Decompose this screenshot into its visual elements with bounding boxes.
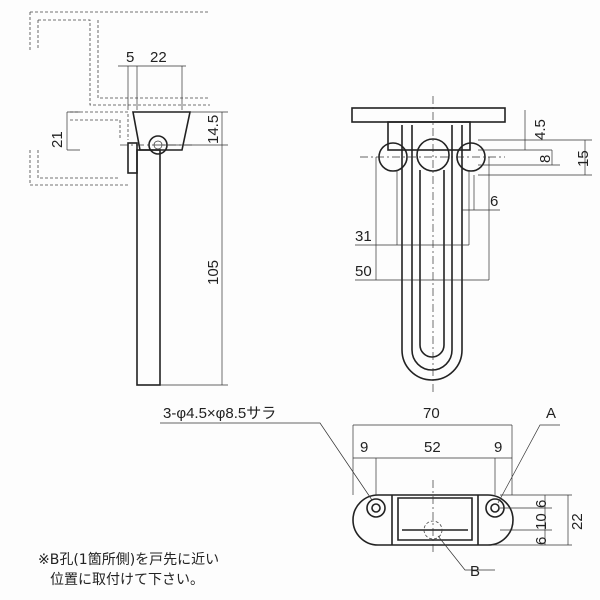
dim-70: 70 bbox=[423, 405, 440, 422]
bracket bbox=[132, 111, 191, 151]
dim-9-right: 9 bbox=[494, 439, 502, 456]
base-view: 70 9 52 9 6 10 6 22 3-φ4.5×φ8.5サラ A B bbox=[160, 405, 586, 580]
dim-105: 105 bbox=[205, 260, 222, 285]
hole-left[interactable] bbox=[366, 498, 386, 518]
installation-note: ※B孔(1箇所側)を戸先に近い 位置に取付けて下さい。 bbox=[38, 550, 219, 590]
base-body bbox=[352, 494, 514, 546]
dim-31: 31 bbox=[355, 228, 372, 245]
dim-8: 8 bbox=[537, 155, 554, 163]
base-plate bbox=[351, 107, 506, 123]
dim-15: 15 bbox=[575, 150, 592, 167]
dim-6: 6 bbox=[490, 193, 498, 210]
dim-width: 22 bbox=[150, 49, 167, 66]
dim-10: 10 bbox=[533, 513, 550, 530]
hole-spec: 3-φ4.5×φ8.5サラ bbox=[163, 405, 276, 422]
dim-52: 52 bbox=[424, 439, 441, 456]
hole-b[interactable] bbox=[423, 520, 443, 540]
dim-50: 50 bbox=[355, 263, 372, 280]
label-a: A bbox=[546, 405, 556, 422]
side-view: 5 22 21 14.5 105 bbox=[29, 11, 228, 386]
dim-offset: 5 bbox=[126, 49, 134, 66]
front-view: 4.5 8 15 6 31 50 bbox=[351, 96, 592, 395]
dim-6-top: 6 bbox=[533, 500, 550, 508]
dim-21: 21 bbox=[49, 131, 66, 148]
label-b: B bbox=[470, 563, 480, 580]
note-line-2: 位置に取付けて下さい。 bbox=[50, 572, 204, 588]
dim-6-bottom: 6 bbox=[533, 537, 550, 545]
loop-outer bbox=[401, 125, 463, 381]
dim-9-left: 9 bbox=[360, 439, 368, 456]
dim-14-5: 14.5 bbox=[205, 115, 222, 144]
note-line-1: ※B孔(1箇所側)を戸先に近い bbox=[38, 552, 220, 568]
dim-22: 22 bbox=[569, 513, 586, 530]
arm bbox=[136, 149, 161, 386]
door-frame-outline bbox=[29, 11, 210, 186]
dim-4-5: 4.5 bbox=[532, 119, 549, 140]
